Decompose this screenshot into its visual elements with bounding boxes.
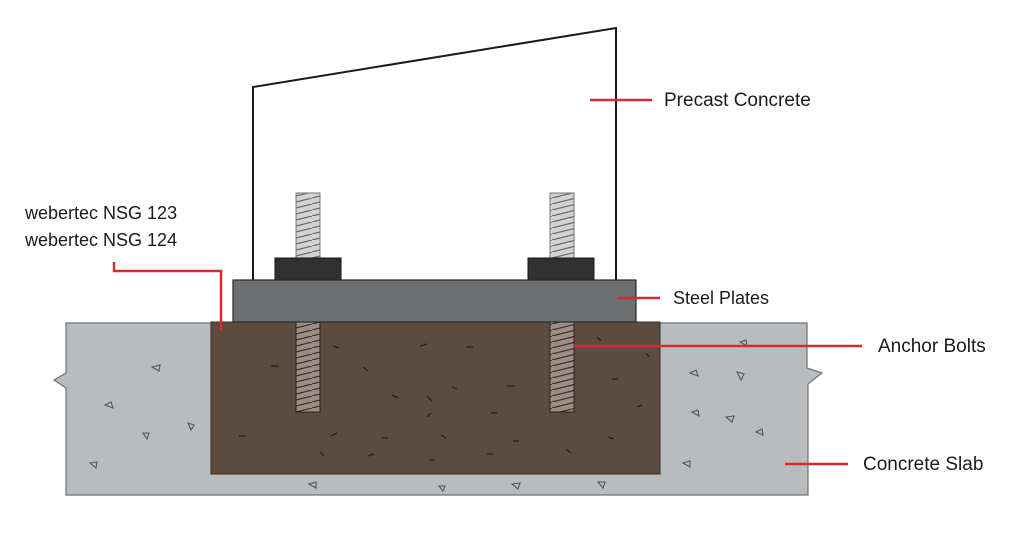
slab-aggregate — [88, 339, 764, 493]
precast-concrete-element — [252, 26, 617, 280]
leader-grout — [112, 262, 223, 330]
label-concrete-slab: Concrete Slab — [863, 454, 983, 475]
anchor-bolt-right — [549, 192, 575, 260]
leader-lines — [112, 98, 862, 466]
anchor-bolt-right-embedded — [549, 321, 575, 413]
anchor-bolt-left — [295, 192, 321, 260]
label-anchor-bolts: Anchor Bolts — [878, 336, 986, 357]
steel-plate — [232, 279, 637, 323]
nut-left — [274, 257, 342, 281]
label-grout-line-1: webertec NSG 123 — [24, 203, 177, 223]
label-grout-line-2: webertec NSG 124 — [24, 230, 177, 250]
nut-right — [527, 257, 595, 281]
grout-speckles — [239, 336, 650, 461]
label-steel-plates: Steel Plates — [673, 288, 769, 308]
label-precast-concrete: Precast Concrete — [664, 90, 811, 111]
grout-pocket — [210, 321, 661, 475]
anchor-bolt-left-embedded — [295, 321, 321, 413]
